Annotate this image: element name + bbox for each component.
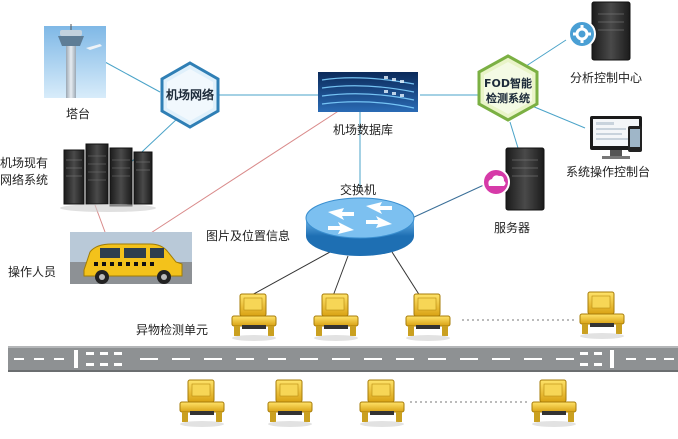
switch-arrows-icon [328,202,392,234]
link-switch-unit-2 [332,255,349,297]
fod-system-label-line2: 检测系统 [486,91,530,105]
server-label: 服务器 [494,220,530,235]
system-console-label: 系统操作控制台 [566,164,650,179]
gear-icon [568,20,596,48]
runway [8,346,678,372]
tower-label: 塔台 [66,106,90,121]
fod-system-label-line1: FOD智能 [484,76,532,90]
existing-network-servers-image [60,143,156,212]
fod-unit-bottom-2 [267,379,313,428]
analysis-center-server-image [568,1,631,61]
fod-units-top-row [231,291,625,342]
fod-unit-top-3 [405,293,451,342]
existing-network-label-line2: 网络系统 [0,172,48,187]
fod-unit-top-4 [579,291,625,340]
switch-image [305,197,415,256]
link-fod-server [509,121,519,149]
airplane-icon [86,44,102,50]
image-info-label: 图片及位置信息 [206,228,290,243]
switch-label: 交换机 [340,182,376,197]
airport-network-label: 机场网络 [166,87,214,102]
link-database-operator [139,109,341,241]
fod-unit-bottom-1 [179,379,225,428]
server-image [482,147,545,211]
fod-unit-top-1 [231,293,277,342]
tower-image [44,24,106,98]
existing-network-label-line1: 机场现有 [0,156,48,170]
fod-unit-bottom-3 [359,379,405,428]
link-switch-unit-3 [391,251,421,297]
link-fod-analysis [519,39,567,71]
airport-network-node: 机场网络 [160,61,220,129]
database-image [318,72,418,112]
link-switch-server [411,183,487,219]
fod-unit-top-2 [313,293,359,342]
link-tower-network [104,61,161,93]
operator-label: 操作人员 [8,264,56,279]
operator-car-image [70,232,192,284]
system-console-image [590,116,642,159]
fod-unit-label: 异物检测单元 [136,322,208,337]
fod-unit-bottom-4 [531,379,577,428]
fod-units-bottom-row [179,379,577,428]
link-fod-console [531,105,586,129]
analysis-center-label: 分析控制中心 [570,70,642,85]
link-switch-unit-1 [249,251,331,297]
database-label: 机场数据库 [333,122,393,137]
fod-system-node: FOD智能 检测系统 [477,54,539,122]
